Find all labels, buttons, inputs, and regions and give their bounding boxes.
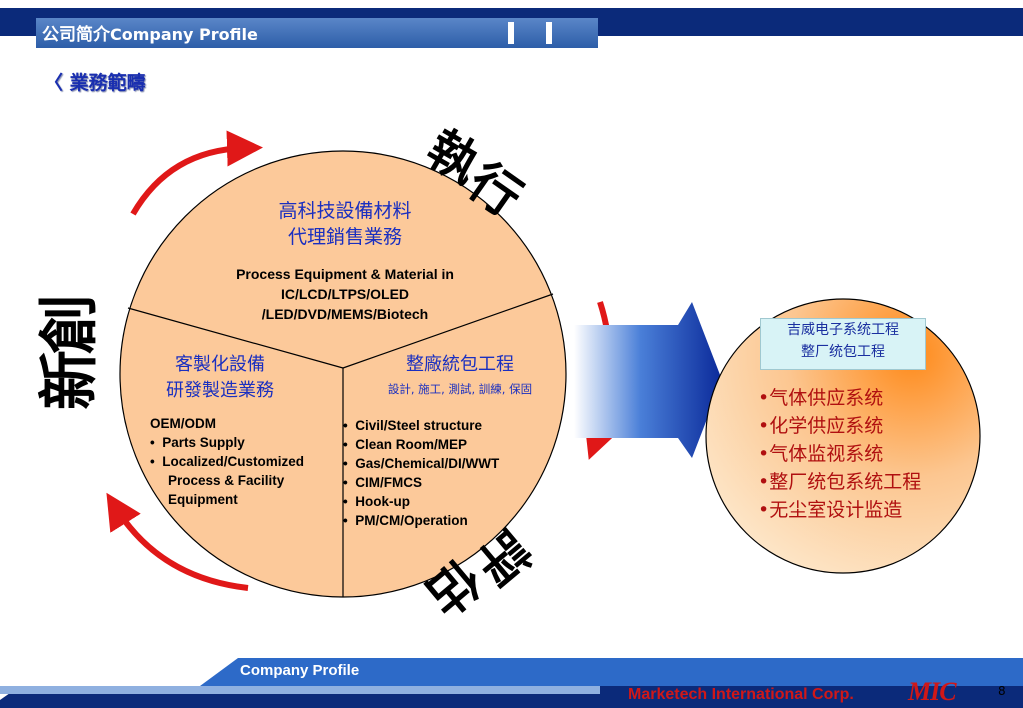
company-logo: MIC (908, 677, 957, 706)
footer-label: Company Profile (240, 662, 360, 679)
page-title: 公司简介Company Profile (42, 20, 258, 45)
china-heading-box: 吉威电子系统工程 整厂统包工程 (760, 318, 926, 370)
list-item: • Localized/Customized (150, 454, 305, 469)
list-item: Process & Facility (168, 473, 285, 488)
sector-top-desc-line: Process Equipment & Material in (236, 266, 454, 282)
list-item: • Civil/Steel structure (343, 418, 483, 433)
sector-right-subtitle: 設計, 施工, 測試, 訓練, 保固 (387, 382, 533, 396)
cycle-arrow-bottom (106, 492, 249, 591)
sector-top-title: 高科技設備材料 代理銷售業務 (220, 198, 470, 250)
list-item: •气体监视系统 (758, 443, 884, 465)
label-innovate-2: 新 (35, 350, 105, 410)
title-tick (546, 22, 552, 44)
list-item: • Parts Supply (150, 435, 245, 450)
list-item: • Hook-up (343, 494, 410, 509)
big-arrow (574, 302, 722, 458)
sector-top-title-line: 高科技設備材料 (278, 200, 412, 222)
title-cn: 公司简介 (42, 25, 110, 45)
list-item: • PM/CM/Operation (343, 513, 468, 528)
divider (127, 307, 344, 369)
list-item: •气体供应系统 (758, 387, 884, 409)
china-service-list: •气体供应系统 •化学供应系统 •气体监视系统 •整厂统包系统工程 •无尘室设计… (758, 384, 921, 524)
page-number: 8 (998, 684, 1006, 698)
list-item: • Clean Room/MEP (343, 437, 467, 452)
label-innovate-1: 創 (35, 294, 105, 354)
china-heading-line: 吉威电子系统工程 (787, 322, 899, 338)
sector-left-title-line: 研發製造業務 (166, 380, 274, 401)
list-item: • CIM/FMCS (343, 475, 422, 490)
list-item: •整厂统包系统工程 (758, 471, 922, 493)
cycle-arrow-top (130, 130, 263, 216)
title-tick (508, 22, 514, 44)
sector-top-title-line: 代理銷售業務 (287, 226, 402, 248)
sector-left-title: 客製化設備 研發製造業務 (130, 352, 310, 404)
sector-left-heading: OEM/ODM (150, 416, 216, 431)
sector-top-desc-line: /LED/DVD/MEMS/Biotech (261, 306, 429, 322)
divider (342, 293, 554, 369)
footer-stripe (0, 686, 600, 694)
title-bar (36, 18, 598, 48)
sector-left-desc: OEM/ODM • Parts Supply • Localized/Custo… (150, 414, 304, 509)
section-subtitle: 〈 業務範疇 (44, 72, 146, 94)
china-heading-line: 整厂统包工程 (801, 344, 885, 360)
title-en: Company Profile (110, 25, 258, 44)
sector-right-title: 整廠統包工程 (406, 354, 514, 375)
list-item: •无尘室设计监造 (758, 499, 903, 521)
sector-top-desc: Process Equipment & Material in IC/LCD/L… (195, 264, 495, 324)
sector-right-desc: • Civil/Steel structure • Clean Room/MEP… (343, 416, 499, 530)
list-item: • Gas/Chemical/DI/WWT (343, 456, 500, 471)
sector-top-desc-line: IC/LCD/LTPS/OLED (280, 286, 410, 302)
corp-name: Marketech International Corp. (628, 686, 854, 703)
list-item: •化学供应系统 (758, 415, 884, 437)
list-item: Equipment (168, 492, 238, 507)
sector-left-title-line: 客製化設備 (175, 354, 265, 375)
footer-band-upper (200, 658, 1023, 686)
